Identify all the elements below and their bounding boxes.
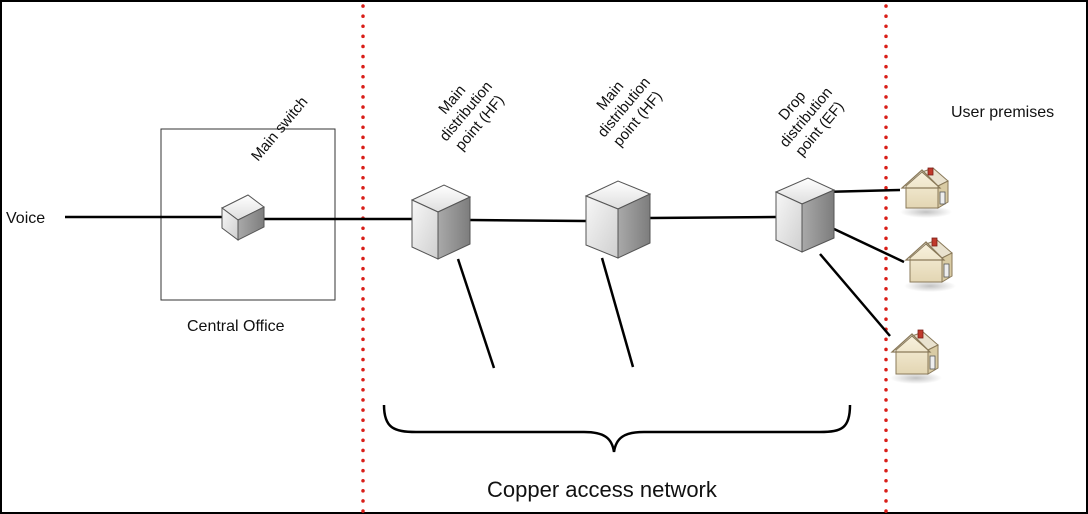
switch-icon xyxy=(221,194,265,241)
trunk-line-hf2-ef xyxy=(649,215,777,220)
trunk-line-hf1-hf2 xyxy=(469,218,587,223)
voice-label: Voice xyxy=(6,210,45,227)
copper-access-network-label: Copper access network xyxy=(487,477,718,502)
distribution-box-icon xyxy=(584,180,652,259)
ef-house-line-2 xyxy=(831,226,905,264)
central-office-box xyxy=(160,128,336,301)
central-office-label: Central Office xyxy=(187,318,285,335)
distribution-box-icon xyxy=(774,177,836,253)
hf2-label: Main distribution point (HF) xyxy=(593,74,665,150)
distribution-box-icon xyxy=(410,184,472,260)
hf1-label: Main distribution point (HF) xyxy=(435,78,507,154)
ef-house-line-3 xyxy=(819,253,891,337)
ef-label: Drop distribution point (EF) xyxy=(775,84,847,160)
drop-line-hf1 xyxy=(456,258,496,369)
user-premises-label: User premises xyxy=(951,104,1054,121)
house-icon xyxy=(900,167,952,218)
house-icon xyxy=(904,237,956,292)
copper-network-brace xyxy=(382,404,852,453)
ef-house-line-1 xyxy=(821,188,901,194)
house-icon xyxy=(890,329,942,384)
drop-line-hf2 xyxy=(600,257,635,368)
